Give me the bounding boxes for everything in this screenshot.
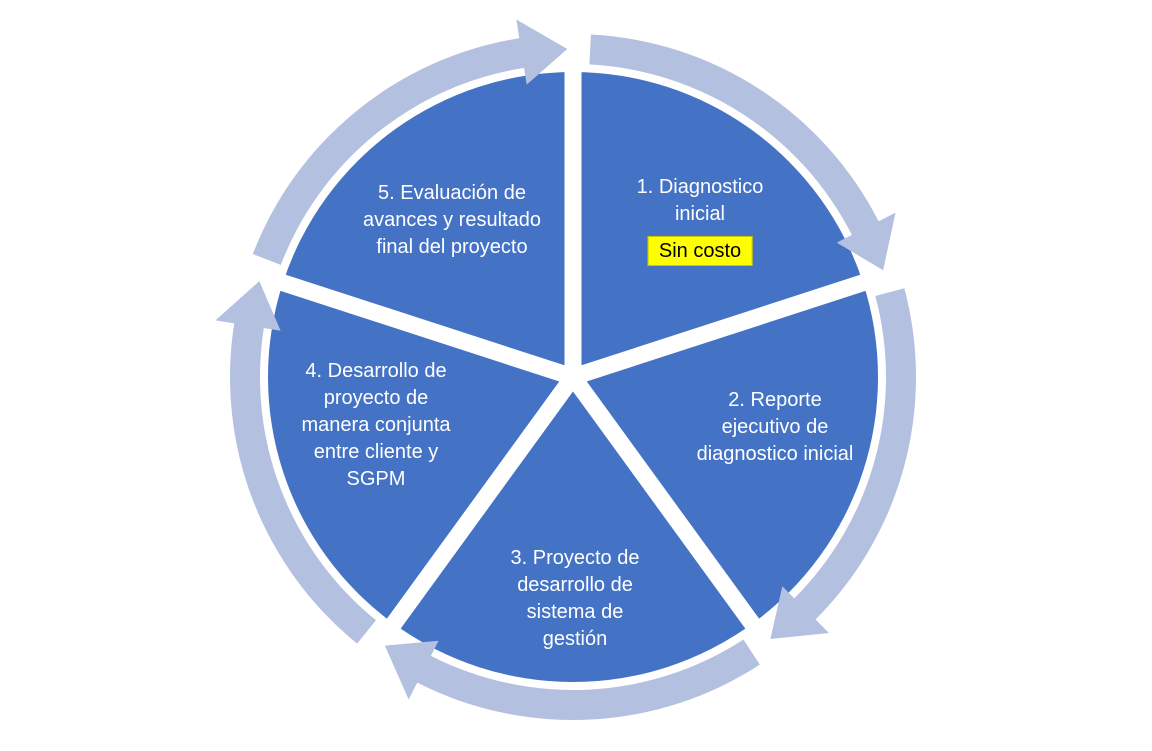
- step-3-line: desarrollo de: [517, 574, 633, 596]
- cycle-arrow-3: [384, 639, 760, 720]
- step-5-line: final del proyecto: [376, 236, 528, 258]
- slice-gap: [383, 372, 580, 633]
- step-4-line: SGPM: [346, 468, 406, 490]
- slice-step-2: [573, 282, 879, 624]
- step-5-line: 5. Evaluación de: [378, 182, 526, 204]
- slice-gap: [570, 273, 871, 386]
- no-cost-badge: Sin costo: [647, 236, 753, 266]
- step-4-line: proyecto de: [323, 387, 429, 409]
- step-4-label: 4. Desarrollo de proyecto de manera conj…: [302, 358, 451, 493]
- step-5-label: 5. Evaluación de avances y resultado fin…: [363, 180, 541, 261]
- cycle-arrow-1: [589, 34, 896, 271]
- step-1-line: inicial: [674, 203, 726, 225]
- slice-gap: [566, 372, 763, 633]
- step-4-line: 4. Desarrollo de: [305, 360, 447, 382]
- cycle-arrow-5: [252, 19, 568, 265]
- cycle-arrow-2: [770, 288, 917, 639]
- step-2-line: ejecutivo de: [721, 416, 829, 438]
- center-gap: [559, 363, 587, 391]
- step-5-line: avances y resultado: [363, 209, 541, 231]
- slice-gap: [275, 273, 576, 386]
- step-3-label: 3. Proyecto de desarrollo de sistema de …: [511, 545, 640, 653]
- step-3-line: 3. Proyecto de: [510, 547, 640, 569]
- step-3-line: gestión: [542, 628, 608, 650]
- step-1-line: 1. Diagnostico: [636, 176, 764, 198]
- step-3-line: sistema de: [526, 601, 624, 623]
- slice-step-3: [393, 377, 753, 682]
- step-4-line: manera conjunta: [301, 414, 451, 436]
- slice-step-4: [268, 282, 573, 624]
- step-2-line: 2. Reporte: [728, 389, 822, 411]
- cycle-arrow-4: [215, 281, 377, 644]
- step-1-label: 1. Diagnostico inicial Sin costo: [636, 174, 764, 266]
- step-4-line: entre cliente y: [313, 441, 439, 463]
- step-2-line: diagnostico inicial: [696, 443, 854, 465]
- step-2-label: 2. Reporte ejecutivo de diagnostico inic…: [697, 387, 854, 468]
